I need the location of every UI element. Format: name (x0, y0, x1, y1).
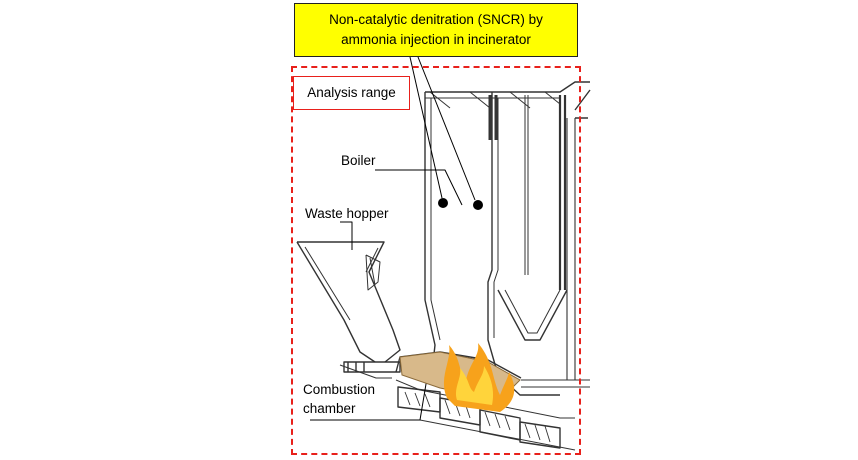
hopper-chute (296, 241, 376, 363)
boiler-right-flue (521, 379, 590, 388)
waste-hopper-label: Waste hopper (305, 206, 389, 221)
boiler-label: Boiler (341, 153, 376, 168)
grate-stair-4 (519, 421, 561, 449)
leader-boiler (375, 169, 463, 206)
boiler-right-wall (566, 118, 576, 380)
boiler-ash-hopper (497, 289, 568, 341)
sncr-callout: Non-catalytic denitration (SNCR) by ammo… (294, 3, 578, 57)
leader-callout-right (417, 56, 476, 201)
analysis-range-frame (291, 66, 581, 455)
flame-inner (455, 366, 494, 405)
feeder-arm (339, 364, 392, 379)
leader-hopper (340, 221, 353, 250)
feeder (343, 361, 401, 373)
boiler-partition-inner (493, 98, 499, 338)
hopper-crane (365, 254, 381, 291)
injection-point-2 (473, 200, 483, 210)
combustion-label-line-2: chamber (303, 401, 356, 416)
leader-callout-left (409, 56, 443, 199)
tube-bundle-1 (488, 95, 498, 140)
combustion-label-line-1: Combustion (303, 382, 376, 397)
tube-bundle-2 (524, 95, 529, 275)
tube-bundle-3 (558, 95, 567, 290)
callout-line-2: ammonia injection in incinerator (341, 32, 531, 47)
boiler-partition (487, 92, 560, 396)
grate-bars (404, 391, 551, 443)
analysis-range-label: Analysis range (293, 76, 410, 110)
boiler-right-wall-outer (574, 89, 591, 119)
callout-line-1: Non-catalytic denitration (SNCR) by (329, 12, 543, 27)
boiler-left-wall-inner (430, 98, 441, 341)
hopper-outline (297, 241, 401, 363)
boiler-ash-hopper-inner (504, 289, 561, 334)
hopper-inner (304, 246, 379, 321)
injection-point-1 (438, 198, 448, 208)
